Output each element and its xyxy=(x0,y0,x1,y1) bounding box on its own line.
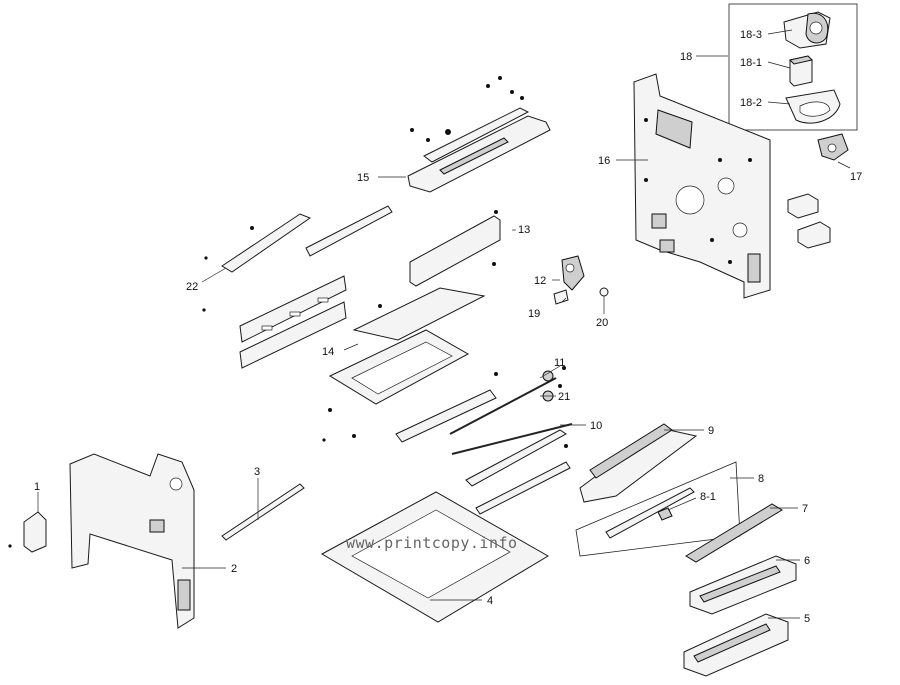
part-17-bracket xyxy=(817,133,849,161)
callout-labels: 1 2 3 4 5 6 7 8 8-1 9 10 11 12 13 14 15 … xyxy=(34,29,862,625)
label-part-21: 21 xyxy=(558,391,570,403)
label-part-13: 13 xyxy=(518,224,530,236)
part-6-guide-assembly xyxy=(689,555,797,615)
part-16-right-side-frame xyxy=(633,73,771,299)
leader-lines xyxy=(37,29,851,619)
part-3-rod xyxy=(221,483,305,541)
label-part-18: 18 xyxy=(680,51,692,63)
part-8-group-frame xyxy=(575,461,741,557)
label-part-18-1: 18-1 xyxy=(740,57,762,69)
label-part-15: 15 xyxy=(357,172,369,184)
label-part-5: 5 xyxy=(804,613,810,625)
label-part-10: 10 xyxy=(590,420,602,432)
label-part-8: 8 xyxy=(758,473,764,485)
watermark: www.printcopy.info xyxy=(346,534,518,552)
part-7-transfer-guide xyxy=(685,503,783,563)
part-20-small-bushing xyxy=(599,287,609,297)
spare-block-parts xyxy=(787,193,831,249)
screws-top xyxy=(410,76,524,142)
label-part-14: 14 xyxy=(322,346,334,358)
part-12-gear-bracket xyxy=(561,255,585,291)
part-15-upper-rail-assembly xyxy=(407,107,551,193)
label-part-9: 9 xyxy=(708,425,714,437)
part-14-paper-tray-frame xyxy=(328,287,486,405)
part-8-1-sensor-bar xyxy=(605,487,695,539)
label-part-19: 19 xyxy=(528,308,540,320)
part-10-feed-shaft xyxy=(395,389,573,455)
part-18-group-frame xyxy=(728,3,858,131)
part-4-base-frame xyxy=(320,491,549,623)
part-19-small-clip xyxy=(553,289,569,305)
label-part-18-2: 18-2 xyxy=(740,97,762,109)
part-18-3-fan-duct xyxy=(783,11,831,49)
label-part-7: 7 xyxy=(802,503,808,515)
guide-rails-center xyxy=(465,429,571,515)
label-part-4: 4 xyxy=(487,595,493,607)
label-part-22: 22 xyxy=(186,281,198,293)
part-5-lower-guide-assembly xyxy=(683,613,789,677)
label-part-18-3: 18-3 xyxy=(740,29,762,41)
part-18-2-fan-cover xyxy=(785,89,841,124)
left-side-plates xyxy=(239,275,347,369)
part-18-1-filter xyxy=(789,55,813,87)
part-22-side-rail xyxy=(221,205,393,273)
label-part-17: 17 xyxy=(850,171,862,183)
label-part-20: 20 xyxy=(596,317,608,329)
label-part-6: 6 xyxy=(804,555,810,567)
part-9-duct-cover xyxy=(579,423,698,503)
part-13-guide-plate xyxy=(409,210,501,287)
label-part-2: 2 xyxy=(231,563,237,575)
label-part-8-1: 8-1 xyxy=(700,491,716,503)
label-part-11: 11 xyxy=(554,357,565,369)
label-part-12: 12 xyxy=(534,275,546,287)
part-1-electrical-box xyxy=(23,511,47,553)
label-part-3: 3 xyxy=(254,466,260,478)
loose-screws xyxy=(8,226,568,548)
label-part-1: 1 xyxy=(34,481,40,493)
part-2-left-side-frame xyxy=(69,453,195,629)
label-part-16: 16 xyxy=(598,155,610,167)
